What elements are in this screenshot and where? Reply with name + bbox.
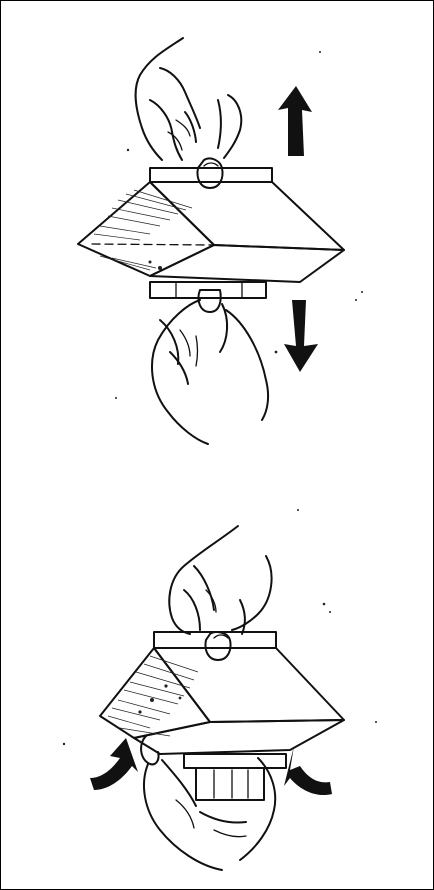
box-top-flap: [154, 632, 276, 648]
box-bottom-flap: [184, 754, 286, 768]
panel-pull-apart: [78, 38, 363, 444]
hand-top-icon: [136, 38, 242, 188]
arrow-down-icon: [284, 300, 318, 372]
panel-twist: [63, 509, 377, 870]
folded-box-icon: [78, 182, 344, 282]
hand-bottom-icon: [152, 290, 268, 444]
curved-arrow-right-icon: [284, 746, 332, 795]
hand-top-icon: [169, 526, 271, 660]
folded-box-icon: [100, 648, 344, 754]
curved-arrow-left-icon: [90, 738, 138, 790]
box-top-flap: [150, 168, 272, 182]
arrow-up-icon: [278, 86, 312, 156]
hand-bottom-icon: [141, 736, 275, 870]
